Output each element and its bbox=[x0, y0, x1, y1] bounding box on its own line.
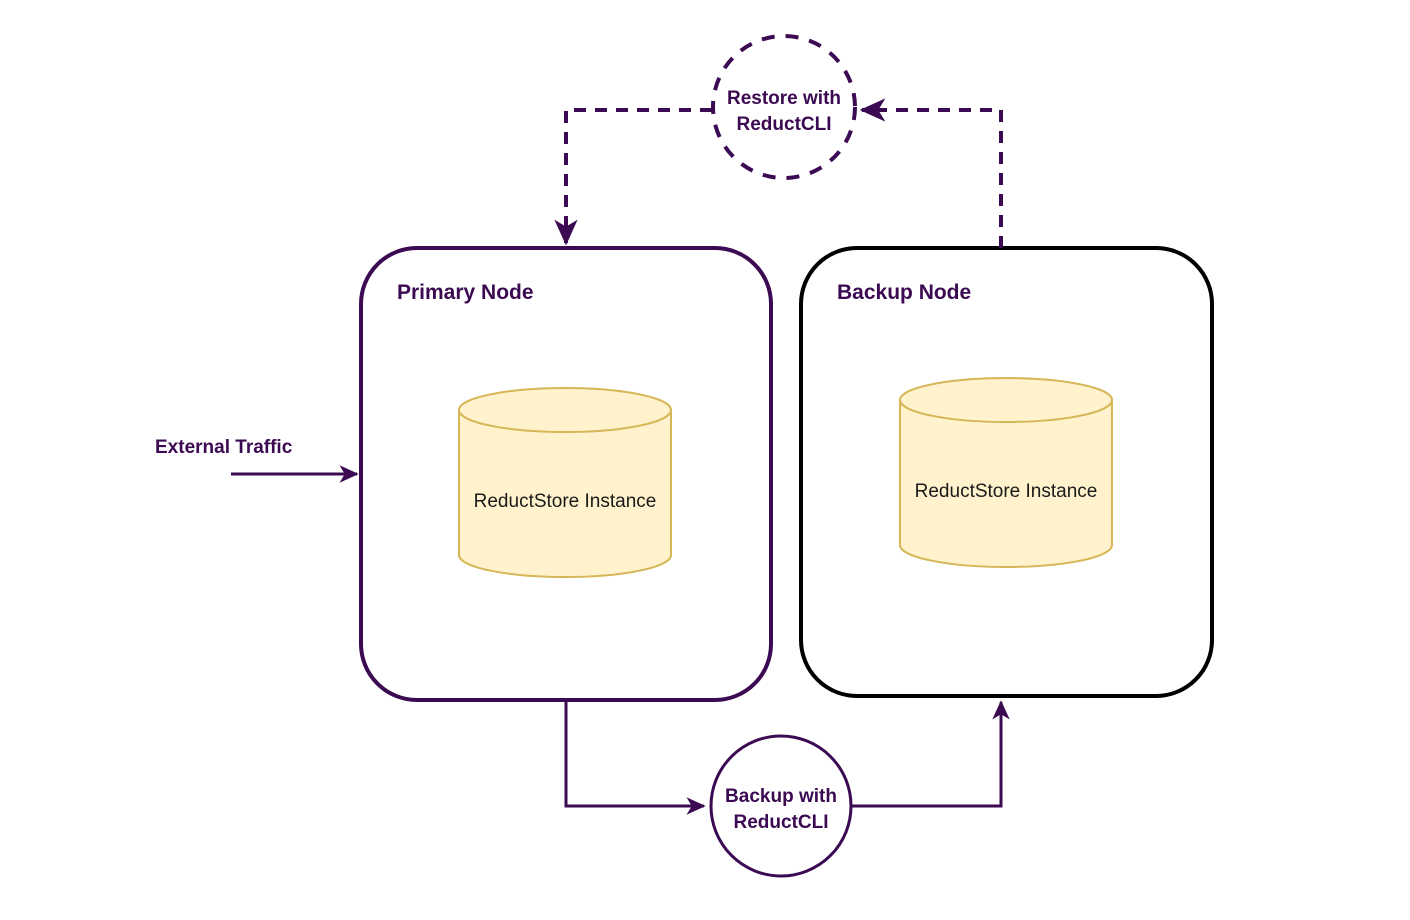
backup-flow-edges[interactable] bbox=[564, 700, 1010, 815]
restore-process-circle-shape[interactable] bbox=[711, 34, 857, 180]
external-traffic-label: External Traffic bbox=[155, 437, 293, 458]
cylinder-top-ellipse bbox=[458, 387, 672, 433]
backup-process-to-backup-node-arrow bbox=[852, 700, 1010, 808]
backup-process-circle-shape[interactable] bbox=[709, 734, 853, 878]
cylinder-body bbox=[458, 409, 672, 578]
backup-node-title: Backup Node bbox=[837, 281, 971, 304]
backup-process-label-line1: Backup with bbox=[725, 786, 837, 807]
restore-process-label-line1: Restore with bbox=[727, 88, 841, 109]
backup-process-circle[interactable]: Backup with ReductCLI bbox=[709, 734, 853, 878]
primary-to-backup-process-arrow bbox=[564, 700, 706, 815]
external-traffic-edge[interactable]: External Traffic bbox=[155, 437, 359, 483]
backup-reductstore-cylinder[interactable]: ReductStore Instance bbox=[899, 377, 1113, 568]
cylinder-top-ellipse bbox=[899, 377, 1113, 423]
backup-store-label: ReductStore Instance bbox=[915, 481, 1098, 502]
backup-node-to-restore-process-arrow bbox=[859, 98, 1003, 248]
restore-process-circle[interactable]: Restore with ReductCLI bbox=[711, 34, 857, 180]
restore-process-label-line2: ReductCLI bbox=[737, 114, 832, 135]
cylinder-body bbox=[899, 399, 1113, 568]
restore-flow-edges[interactable] bbox=[554, 98, 1003, 248]
primary-reductstore-cylinder[interactable]: ReductStore Instance bbox=[458, 387, 672, 578]
backup-process-label-line2: ReductCLI bbox=[734, 812, 829, 833]
primary-store-label: ReductStore Instance bbox=[474, 491, 657, 512]
primary-node-title: Primary Node bbox=[397, 281, 534, 304]
restore-process-to-primary-node-arrow bbox=[554, 108, 712, 246]
